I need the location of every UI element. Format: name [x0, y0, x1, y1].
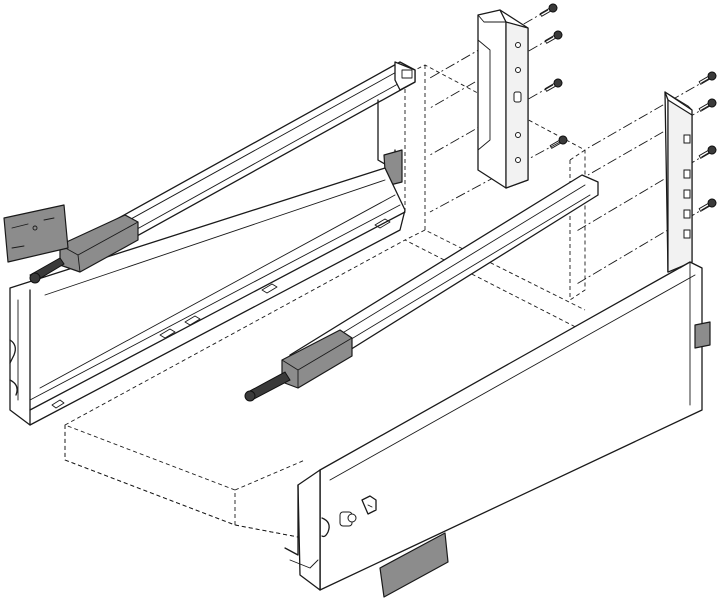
screw-group-right: [698, 71, 717, 212]
screw-icon: [544, 78, 563, 92]
screw-icon: [549, 135, 568, 149]
runner-slots-left: [51, 218, 391, 409]
drawer-side-right: [284, 261, 711, 591]
front-fixing-right: [321, 495, 377, 538]
cover-cap-icon: [379, 532, 449, 598]
rear-bracket-right: [664, 91, 693, 273]
drawer-side-left: [9, 61, 416, 426]
drawer-rail-middle: [244, 174, 599, 402]
cover-cap-icon: [3, 204, 69, 263]
screw-group-left: [539, 3, 568, 149]
screw-icon: [544, 30, 563, 44]
rear-bracket-left: [477, 9, 529, 189]
screw-icon: [698, 71, 717, 85]
screw-icon: [698, 198, 717, 212]
screw-icon: [539, 3, 558, 17]
front-pin-left: [29, 257, 65, 284]
front-pin-middle: [244, 371, 291, 402]
screw-icon: [698, 145, 717, 159]
screw-icon: [698, 98, 717, 112]
